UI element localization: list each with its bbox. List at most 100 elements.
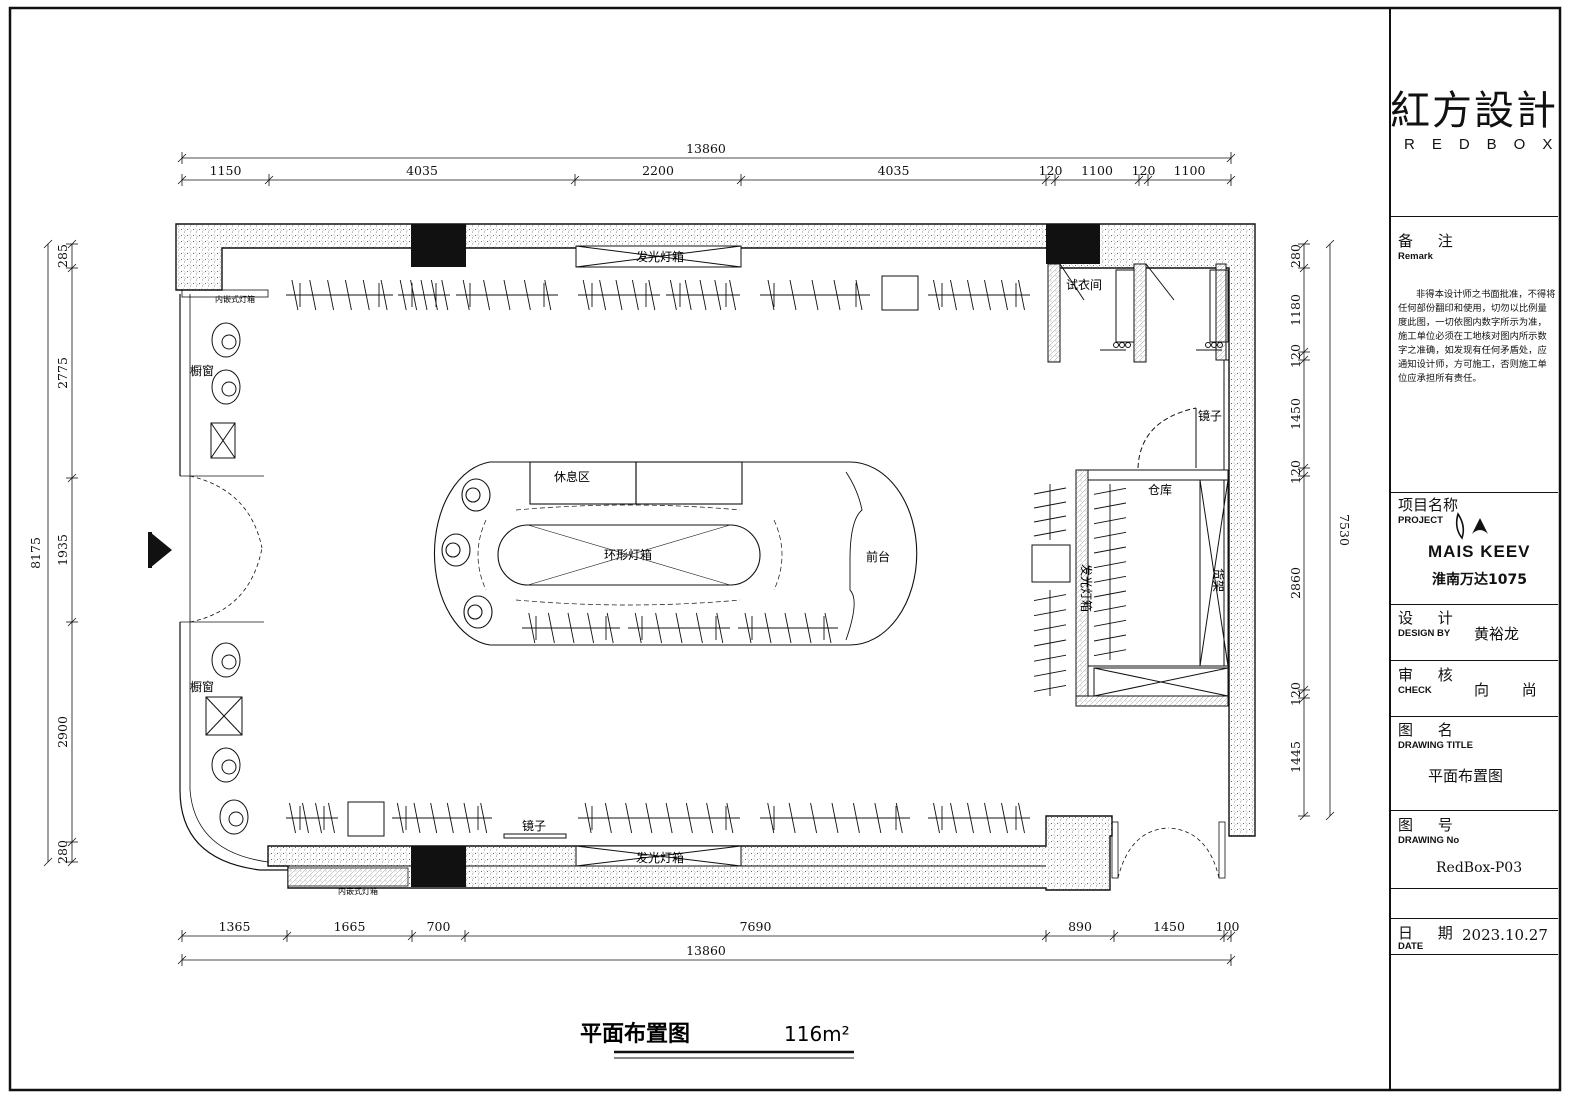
front-desk-label: 前台	[866, 549, 890, 564]
walls	[175, 223, 1256, 891]
date-cn: 日 期	[1398, 924, 1463, 942]
dim-label: 120	[1288, 682, 1303, 706]
dim-tick	[1325, 239, 1335, 249]
checker: 向 尚	[1474, 681, 1551, 699]
rack-stroke	[315, 802, 322, 834]
dim-label: 1150	[210, 163, 242, 178]
window-mannequins	[205, 322, 249, 835]
ring-lightbox-label: 环形灯箱	[604, 547, 652, 562]
lightbox-top-label: 发光灯箱	[636, 249, 684, 264]
rack-stroke	[1018, 802, 1025, 834]
mirror-right-label: 镜子	[1198, 408, 1222, 423]
logo-en: REDBOX	[1404, 136, 1570, 153]
center-island	[433, 461, 918, 646]
dim-label: 1365	[219, 919, 251, 934]
display-table-bottom	[347, 801, 385, 837]
entrance-door	[180, 475, 264, 623]
side-door	[1111, 821, 1226, 879]
lightbox-bottom	[575, 845, 742, 867]
rack-stroke	[480, 802, 488, 834]
project-cn: 项目名称	[1398, 496, 1459, 514]
dim-label: 280	[1288, 244, 1303, 268]
rack-stroke	[645, 802, 653, 834]
rack-stroke	[1033, 515, 1067, 523]
rack-stroke	[1033, 684, 1067, 692]
display-table	[1031, 544, 1071, 583]
drawing-title: 平面布置图	[1428, 767, 1504, 785]
storage-label: 仓库	[1148, 482, 1172, 497]
mirror-bottom-label: 镜子	[522, 818, 546, 833]
rack-stroke	[675, 612, 683, 644]
rack-stroke	[695, 612, 703, 644]
date-en: DATE	[1398, 941, 1424, 952]
rack-stroke	[634, 612, 642, 644]
embedded-lightbox-bottom-label: 内嵌式灯箱	[338, 886, 378, 896]
rack-stroke	[984, 802, 991, 834]
rack-stroke	[420, 279, 428, 311]
rack-stroke	[684, 279, 692, 311]
date-value: 2023.10.27	[1462, 926, 1548, 944]
rack-stroke	[1093, 575, 1127, 583]
vertical-lightbox-label: 发光灯箱	[1079, 564, 1094, 612]
rack-stroke	[1093, 531, 1127, 539]
rack-stroke	[309, 279, 317, 311]
rack-label: 货架	[1211, 568, 1226, 592]
rack-stroke	[1033, 639, 1067, 647]
rack-stroke	[967, 802, 974, 834]
rack-stroke	[362, 279, 370, 311]
rack-stroke	[855, 279, 863, 311]
brand-name: MAIS KEEV	[1428, 542, 1531, 561]
clothing-racks	[286, 279, 1127, 834]
rack-stroke	[784, 612, 792, 644]
rack-stroke	[1093, 649, 1127, 657]
rack-stroke	[396, 802, 404, 834]
rack-stroke	[1033, 654, 1067, 662]
dim-label: 120	[1132, 163, 1156, 178]
date-section: 日 期 DATE 2023.10.27	[1398, 922, 1556, 962]
designer: 黄裕龙	[1474, 625, 1520, 643]
rack-stroke	[789, 279, 797, 311]
rack-stroke	[1033, 594, 1067, 602]
rack-stroke	[726, 802, 734, 834]
rack-stroke	[874, 802, 882, 834]
dim-tick	[43, 239, 53, 249]
rack-stroke	[503, 279, 511, 311]
rack-stroke	[669, 279, 677, 311]
dim-label: 1180	[1288, 294, 1303, 326]
rack-stroke	[1033, 624, 1067, 632]
rack-stroke	[631, 279, 639, 311]
rack-stroke	[1093, 517, 1127, 525]
dim-label: 890	[1068, 919, 1092, 934]
lightbox-bottom-label: 发光灯箱	[636, 850, 684, 865]
rack-stroke	[606, 612, 614, 644]
dim-label: 120	[1288, 460, 1303, 484]
dim-label: 4035	[406, 163, 438, 178]
rack-stroke	[413, 802, 421, 834]
mirror-bottom	[503, 833, 567, 839]
drawing-no-section: 图 号 DRAWING No RedBox-P03	[1398, 814, 1556, 886]
rack-stroke	[483, 279, 491, 311]
dim-label: 700	[427, 919, 451, 934]
dim-label: 120	[1039, 163, 1063, 178]
rack-stroke	[767, 279, 775, 311]
fitting-room	[1047, 263, 1229, 363]
rack-stroke	[344, 279, 352, 311]
window-top-label: 橱窗	[190, 364, 214, 378]
remark-text: 非得本设计师之书面批准，不得将任何部份翻印和使用，切勿以比例量度此图，一切依图内…	[1398, 289, 1556, 384]
dim-label: 1100	[1174, 163, 1206, 178]
rack-stroke	[1001, 279, 1008, 311]
rack-stroke	[1033, 501, 1067, 509]
design-en: DESIGN BY	[1398, 628, 1451, 639]
design-section: 设 计 DESIGN BY 黄裕龙	[1398, 607, 1556, 659]
window-bottom-label: 橱窗	[190, 680, 214, 694]
rack-stroke	[716, 612, 724, 644]
check-section: 审 核 CHECK 向 尚	[1398, 664, 1556, 714]
rack-stroke	[852, 802, 860, 834]
check-cn: 审 核	[1398, 666, 1463, 684]
remark-en: Remark	[1398, 251, 1433, 262]
dimension-lines	[43, 152, 1335, 966]
rack-stroke	[544, 279, 552, 311]
rack-stroke	[615, 279, 623, 311]
rack-stroke	[706, 802, 714, 834]
